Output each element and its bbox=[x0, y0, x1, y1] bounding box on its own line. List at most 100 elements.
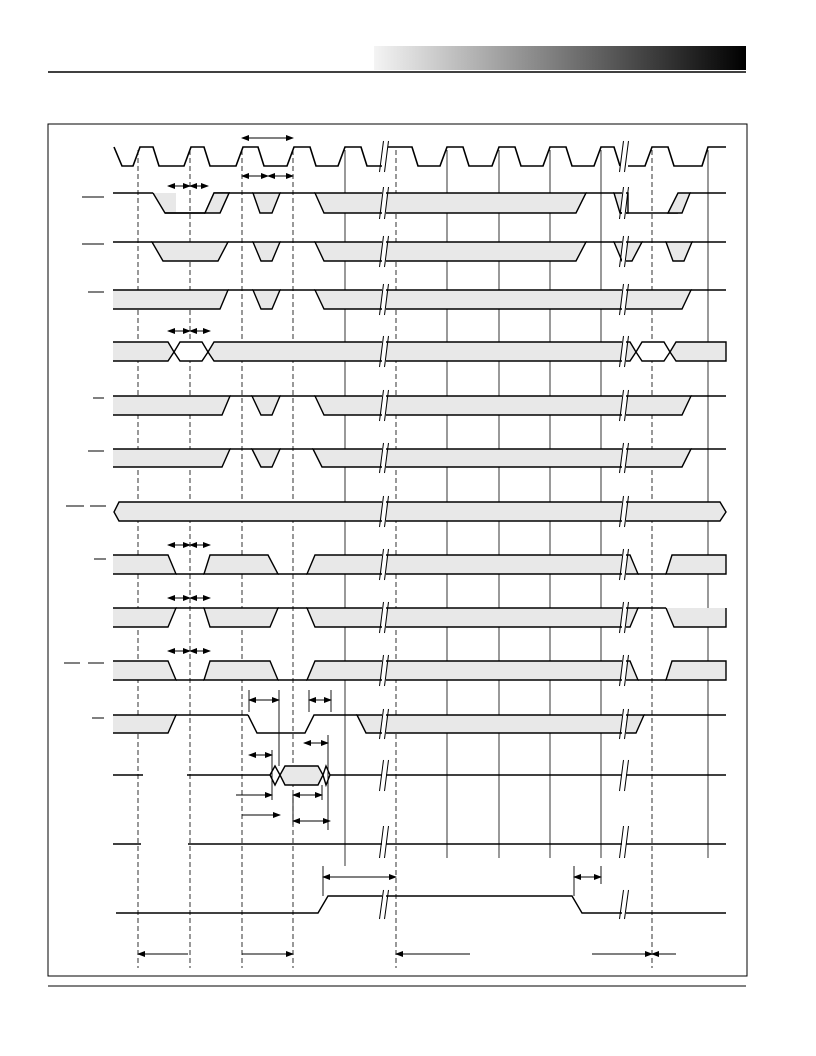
break-gap bbox=[622, 890, 626, 919]
break-gap bbox=[382, 709, 386, 739]
break-gap bbox=[382, 141, 386, 172]
break-slash bbox=[624, 601, 629, 634]
break-slash bbox=[624, 235, 629, 268]
break-gap bbox=[622, 760, 626, 791]
signal-row-5-bus bbox=[113, 341, 727, 362]
break-gap bbox=[622, 336, 626, 367]
signal-row-3 bbox=[113, 241, 726, 262]
break-gap bbox=[622, 496, 626, 527]
break-slash bbox=[384, 335, 389, 368]
break-gap bbox=[382, 390, 386, 421]
break-gap bbox=[382, 655, 386, 686]
break-slash bbox=[619, 601, 624, 634]
break-gap bbox=[382, 187, 386, 219]
break-slash bbox=[624, 548, 629, 581]
break-slash bbox=[619, 495, 624, 528]
break-slash bbox=[384, 140, 389, 173]
break-slash bbox=[619, 825, 624, 859]
break-slash bbox=[619, 708, 624, 740]
break-slash bbox=[379, 235, 384, 268]
break-gap bbox=[622, 443, 626, 473]
break-gap bbox=[622, 236, 626, 267]
break-gap bbox=[622, 655, 626, 686]
break-slash bbox=[384, 389, 389, 422]
signal-row-9 bbox=[113, 554, 727, 575]
header-gradient-bar bbox=[374, 46, 746, 70]
signal-row-8-bus bbox=[113, 501, 727, 522]
signal-row-13-data bbox=[113, 764, 726, 788]
signal-row-2 bbox=[113, 192, 726, 214]
break-slash bbox=[384, 235, 389, 268]
break-marks bbox=[379, 140, 629, 920]
break-slash bbox=[624, 708, 629, 740]
break-slash bbox=[384, 548, 389, 581]
signal-row-7 bbox=[113, 448, 726, 468]
break-gap bbox=[622, 826, 626, 858]
break-slash bbox=[624, 825, 629, 859]
break-slash bbox=[379, 495, 384, 528]
break-gap bbox=[382, 826, 386, 858]
break-slash bbox=[384, 708, 389, 740]
timing-ticks bbox=[248, 690, 602, 896]
break-slash bbox=[624, 186, 629, 220]
break-slash bbox=[379, 708, 384, 740]
signal-row-15 bbox=[116, 895, 726, 914]
break-slash bbox=[379, 442, 384, 474]
break-gap bbox=[382, 890, 386, 919]
break-slash bbox=[379, 825, 384, 859]
break-slash bbox=[384, 283, 389, 316]
break-slash bbox=[379, 335, 384, 368]
break-slash bbox=[384, 825, 389, 859]
break-slash bbox=[384, 654, 389, 687]
break-gap bbox=[622, 187, 626, 219]
break-slash bbox=[624, 335, 629, 368]
break-slash bbox=[624, 389, 629, 422]
break-gap bbox=[382, 760, 386, 791]
break-slash bbox=[619, 548, 624, 581]
break-slash bbox=[624, 654, 629, 687]
break-slash bbox=[624, 495, 629, 528]
break-slash bbox=[379, 140, 384, 173]
break-slash bbox=[619, 335, 624, 368]
signal-row-12 bbox=[113, 714, 726, 734]
clock-signal bbox=[113, 146, 726, 167]
break-slash bbox=[619, 186, 624, 220]
signal-row-11 bbox=[113, 660, 727, 681]
break-slash bbox=[624, 140, 629, 173]
break-slash bbox=[379, 283, 384, 316]
break-slash bbox=[619, 235, 624, 268]
break-slash bbox=[619, 283, 624, 316]
break-gap bbox=[382, 443, 386, 473]
break-slash bbox=[619, 389, 624, 422]
break-gap bbox=[622, 602, 626, 633]
break-slash bbox=[384, 889, 389, 920]
signal-label-stubs bbox=[64, 196, 106, 719]
break-gap bbox=[622, 709, 626, 739]
diagram-frame bbox=[47, 123, 748, 977]
break-slash bbox=[384, 186, 389, 220]
signal-row-10 bbox=[113, 607, 727, 628]
break-slash bbox=[624, 442, 629, 474]
break-slash bbox=[624, 759, 629, 792]
signal-row-6 bbox=[113, 395, 726, 416]
break-gap bbox=[382, 602, 386, 633]
break-slash bbox=[379, 389, 384, 422]
break-gap bbox=[622, 390, 626, 421]
break-slash bbox=[619, 140, 624, 173]
break-slash bbox=[379, 186, 384, 220]
timing-arrows bbox=[137, 135, 676, 957]
break-slash bbox=[379, 548, 384, 581]
break-slash bbox=[379, 759, 384, 792]
break-slash bbox=[624, 889, 629, 920]
break-slash bbox=[384, 759, 389, 792]
break-slash bbox=[619, 889, 624, 920]
signal-row-4 bbox=[113, 289, 726, 310]
break-slash bbox=[379, 889, 384, 920]
break-slash bbox=[619, 654, 624, 687]
break-slash bbox=[379, 601, 384, 634]
break-gap bbox=[622, 284, 626, 315]
break-slash bbox=[619, 759, 624, 792]
break-gap bbox=[622, 549, 626, 580]
break-gap bbox=[382, 549, 386, 580]
